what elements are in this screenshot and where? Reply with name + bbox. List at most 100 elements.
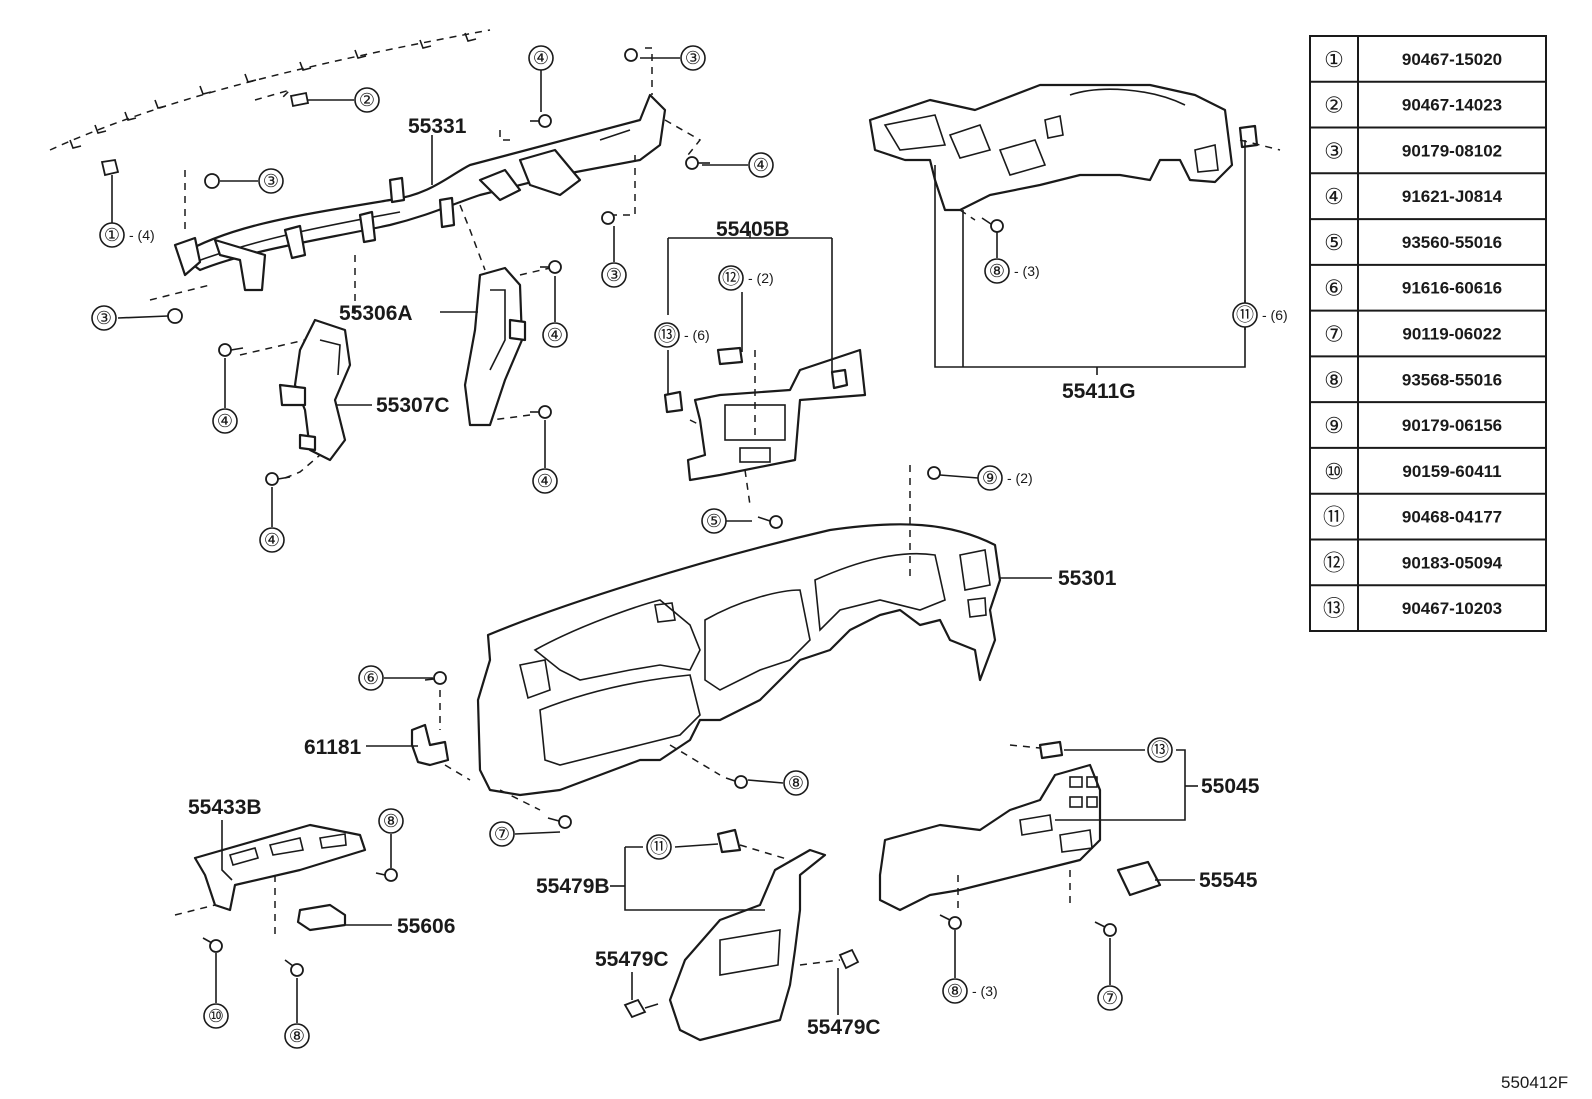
label-55307C: 55307C — [376, 394, 450, 417]
callout-circle-11b — [646, 834, 672, 860]
parts-table-ref: ③ — [1324, 138, 1344, 163]
callout-circle-8e — [942, 978, 968, 1004]
label-55479B: 55479B — [536, 875, 610, 898]
qty-callout-8e: - (3) — [972, 983, 998, 999]
callout-circle-3d — [601, 262, 627, 288]
callout-11b: ⑪ — [650, 837, 668, 857]
clip-55479C-left — [623, 998, 659, 1019]
callout-circle-3a — [258, 168, 284, 194]
bracket-61181 — [410, 723, 450, 767]
parts-table-part-number: 90183-05094 — [1402, 553, 1503, 572]
parts-table-ref: ⑧ — [1324, 367, 1344, 392]
callout-5: ⑤ — [706, 511, 722, 531]
callout-circle-4e — [532, 468, 558, 494]
label-55479C-right: 55479C — [807, 1016, 881, 1039]
parts-table-part-number: 91621-J0814 — [1402, 187, 1503, 206]
part-labels: 55331 55306A 55307C 55405B 55411G 55301 … — [188, 115, 1568, 1092]
label-55301: 55301 — [1058, 567, 1117, 590]
qty-callout-13a: - (6) — [684, 327, 710, 343]
callout-circle-3b — [91, 305, 117, 331]
leader-lines — [111, 57, 1246, 1023]
callout-circle-8a — [984, 258, 1010, 284]
callout-10: ⑩ — [208, 1006, 224, 1026]
callout-4d: ④ — [547, 325, 563, 345]
callout-4b: ④ — [753, 155, 769, 175]
center-cluster-55405B — [663, 346, 867, 482]
parts-table-ref: ⑪ — [1323, 505, 1345, 530]
callout-4e: ④ — [537, 471, 553, 491]
brace-55306A — [463, 266, 527, 427]
callout-circle-6 — [358, 665, 384, 691]
callout-9: ⑨ — [982, 468, 998, 488]
callout-8e: ⑧ — [947, 981, 963, 1001]
parts-table-part-number: 90467-15020 — [1402, 50, 1502, 69]
label-55433B: 55433B — [188, 796, 262, 819]
label-61181: 61181 — [304, 736, 362, 759]
label-55411G: 55411G — [1062, 380, 1136, 403]
callout-circle-4d — [542, 322, 568, 348]
roof-clip-tabs — [69, 32, 477, 149]
label-55331: 55331 — [408, 115, 467, 138]
callout-8b: ⑧ — [788, 773, 804, 793]
parts-table-part-number: 90468-04177 — [1402, 508, 1502, 527]
instrument-panel-55301 — [476, 523, 1002, 797]
label-55545: 55545 — [1199, 869, 1258, 892]
callout-4c: ④ — [217, 411, 233, 431]
parts-table-ref: ④ — [1324, 184, 1344, 209]
callout-circle-2 — [354, 87, 380, 113]
parts-table-rows: ① 90467-15020 ② 90467-14023 ③ 90179-08102 ④ 916… — [1310, 47, 1546, 621]
parts-table-part-number: 93568-55016 — [1402, 370, 1502, 389]
brace-55307C — [278, 318, 352, 462]
parts-table-ref: ⑨ — [1324, 413, 1344, 438]
cluster-finish-panel-55411G — [868, 83, 1259, 212]
callout-circle-4b — [748, 152, 774, 178]
callout-3c: ③ — [685, 48, 701, 68]
parts-table-ref: ⑬ — [1323, 596, 1345, 621]
clip-55479C-right — [838, 948, 860, 970]
callout-circle-9 — [977, 465, 1003, 491]
parts-table-ref: ② — [1324, 93, 1344, 118]
parts-table-part-number: 90467-14023 — [1402, 96, 1502, 115]
side-panel-55479B — [668, 828, 827, 1042]
reinforcement-beam-55331 — [173, 93, 667, 292]
callout-circle-13b — [1147, 737, 1173, 763]
callout-7a: ⑦ — [494, 824, 510, 844]
parts-table-part-number: 90179-06156 — [1402, 416, 1502, 435]
parts-table-part-number: 90119-06022 — [1402, 325, 1501, 344]
callout-3b: ③ — [96, 308, 112, 328]
callout-circle-8d — [284, 1023, 310, 1049]
callout-circle-1 — [99, 222, 125, 248]
qty-callout-1: - (4) — [129, 227, 155, 243]
callout-circle-4c — [212, 408, 238, 434]
callout-3d: ③ — [606, 265, 622, 285]
label-55606: 55606 — [397, 915, 455, 938]
callout-circle-5 — [701, 508, 727, 534]
callout-8c: ⑧ — [383, 811, 399, 831]
parts-table-ref: ① — [1324, 47, 1344, 72]
label-55479C-left: 55479C — [595, 948, 669, 971]
callout-circle-10 — [203, 1003, 229, 1029]
callout-2: ② — [359, 90, 375, 110]
callout-circle-3c — [680, 45, 706, 71]
bracket-55606 — [296, 903, 347, 932]
callout-8d: ⑧ — [289, 1026, 305, 1046]
callout-circle-4f — [259, 527, 285, 553]
label-55405B: 55405B — [716, 218, 790, 241]
callout-13b: ⑬ — [1151, 740, 1169, 760]
parts-table-ref: ⑥ — [1324, 276, 1344, 301]
lower-cover-55433B — [193, 823, 367, 912]
fasteners — [100, 48, 1117, 977]
parts-table-part-number: 90467-10203 — [1402, 599, 1502, 618]
reference-callouts: ① - (4) ② ③ ③ ③ ③ ④ ④ ④ ④ ④ ④ ⑫ - (2) ⑬ … — [91, 45, 1288, 1049]
parts-table-ref: ⑤ — [1324, 230, 1344, 255]
callout-3a: ③ — [263, 171, 279, 191]
parts-table-part-number: 90179-08102 — [1402, 141, 1502, 160]
callout-11a: ⑪ — [1236, 305, 1254, 325]
qty-callout-11a: - (6) — [1262, 307, 1288, 323]
parts-table: ① 90467-15020 ② 90467-14023 ③ 90179-08102 ④ 916… — [1309, 35, 1547, 632]
callout-4f: ④ — [264, 530, 280, 550]
callout-7b: ⑦ — [1102, 988, 1118, 1008]
callout-circle-8b — [783, 770, 809, 796]
callout-circle-8c — [378, 808, 404, 834]
